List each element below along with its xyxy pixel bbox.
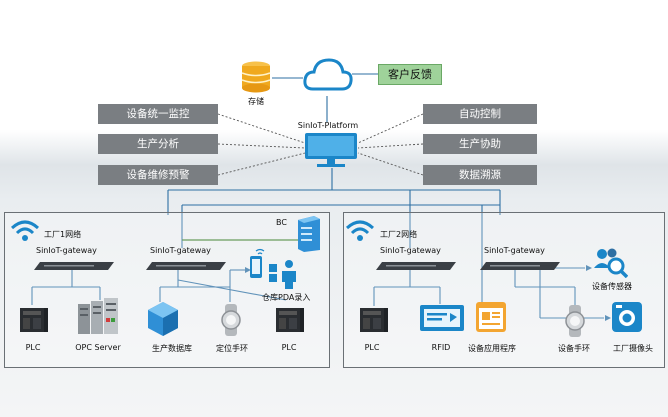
warehouse-worker-icon <box>268 258 300 294</box>
wristband-icon <box>220 304 242 340</box>
function-box-monitoring: 设备统一监控 <box>98 104 218 124</box>
application-window-icon <box>476 302 506 336</box>
pda-label: 仓库PDA录入 <box>262 293 311 302</box>
factory1-network-label: 工厂1网络 <box>44 230 82 239</box>
function-box-traceability: 数据溯源 <box>423 165 537 185</box>
server-icon <box>298 216 320 256</box>
platform-label: SinIoT-Platform <box>297 121 359 130</box>
sensor-magnifier-icon <box>594 248 629 282</box>
bc-label: BC <box>276 218 287 227</box>
plc-device-icon <box>276 306 304 338</box>
factory1-gateway-b <box>146 256 226 275</box>
plc-device-icon <box>360 306 388 338</box>
factory2-gateway-b <box>480 256 560 275</box>
device-label-device-band: 设备手环 <box>558 344 590 353</box>
device-label-plc-3: PLC <box>364 343 380 352</box>
device-label-app: 设备应用程序 <box>468 344 516 353</box>
cloud-icon <box>303 55 353 101</box>
factory1-frame <box>4 212 330 368</box>
function-box-maintenance-alert: 设备维修预警 <box>98 165 218 185</box>
device-label-locator-band: 定位手环 <box>216 344 248 353</box>
wristband-icon <box>564 305 586 341</box>
factory1-gateway-b-label: SinIoT-gateway <box>150 246 211 255</box>
device-label-plc-2: PLC <box>281 343 297 352</box>
device-label-camera: 工厂摄像头 <box>613 344 653 353</box>
database-icon <box>241 61 271 97</box>
factory2-gateway-b-label: SinIoT-gateway <box>484 246 545 255</box>
plc-device-icon <box>20 306 48 338</box>
customer-feedback-box: 客户反馈 <box>378 64 442 85</box>
opc-server-icon <box>78 298 120 342</box>
camera-icon <box>612 302 642 336</box>
device-label-rfid: RFID <box>431 343 451 352</box>
device-label-opc-server: OPC Server <box>75 343 121 352</box>
function-box-production-assist: 生产协助 <box>423 134 537 154</box>
device-label-plc: PLC <box>25 343 41 352</box>
factory2-gateway-a <box>376 256 456 275</box>
sensor-label: 设备传感器 <box>592 282 632 291</box>
function-box-production-analysis: 生产分析 <box>98 134 218 154</box>
rfid-card-icon <box>420 305 464 335</box>
wifi-icon <box>10 218 40 246</box>
phone-icon <box>248 248 268 284</box>
factory2-frame <box>343 212 665 368</box>
hexagon-database-icon <box>148 302 178 340</box>
function-box-auto-control: 自动控制 <box>423 104 537 124</box>
device-label-production-db: 生产数据库 <box>152 344 192 353</box>
storage-label: 存储 <box>248 97 264 106</box>
factory1-gateway-a-label: SinIoT-gateway <box>36 246 97 255</box>
factory2-network-label: 工厂2网络 <box>380 230 418 239</box>
factory1-gateway-a <box>34 256 114 275</box>
factory2-gateway-a-label: SinIoT-gateway <box>380 246 441 255</box>
monitor-icon <box>303 131 359 173</box>
wifi-icon <box>345 218 375 246</box>
